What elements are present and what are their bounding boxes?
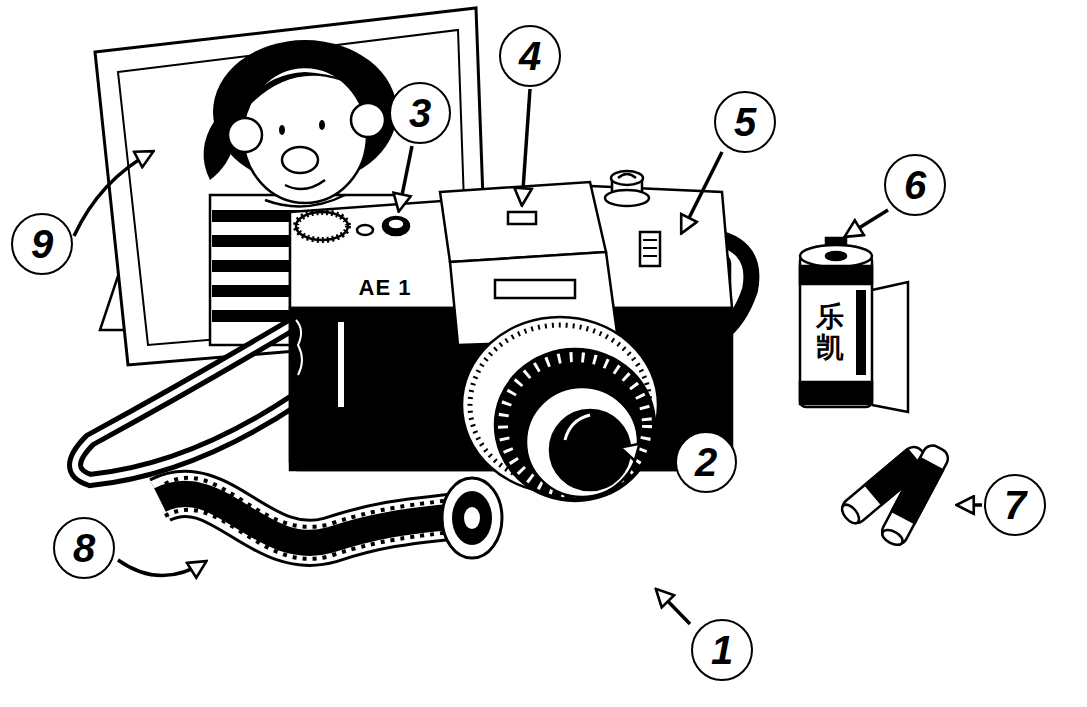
callout-number: 2 — [675, 431, 737, 493]
leader-arrow — [74, 89, 982, 624]
batteries — [838, 442, 952, 549]
callout-number: 6 — [884, 154, 946, 216]
callout-number: 3 — [389, 82, 451, 144]
model-name: AE 1 — [359, 275, 412, 301]
camera — [290, 171, 732, 501]
callout-number: 5 — [714, 91, 776, 153]
film-strip — [160, 478, 502, 559]
film-canister — [800, 238, 908, 412]
callout-number: 1 — [691, 619, 753, 681]
callout-number: 8 — [53, 517, 115, 579]
callout-number: 9 — [11, 213, 73, 275]
callout-number: 4 — [499, 25, 561, 87]
callout-number: 7 — [984, 474, 1046, 536]
film-brand: 乐凯 — [816, 302, 844, 364]
